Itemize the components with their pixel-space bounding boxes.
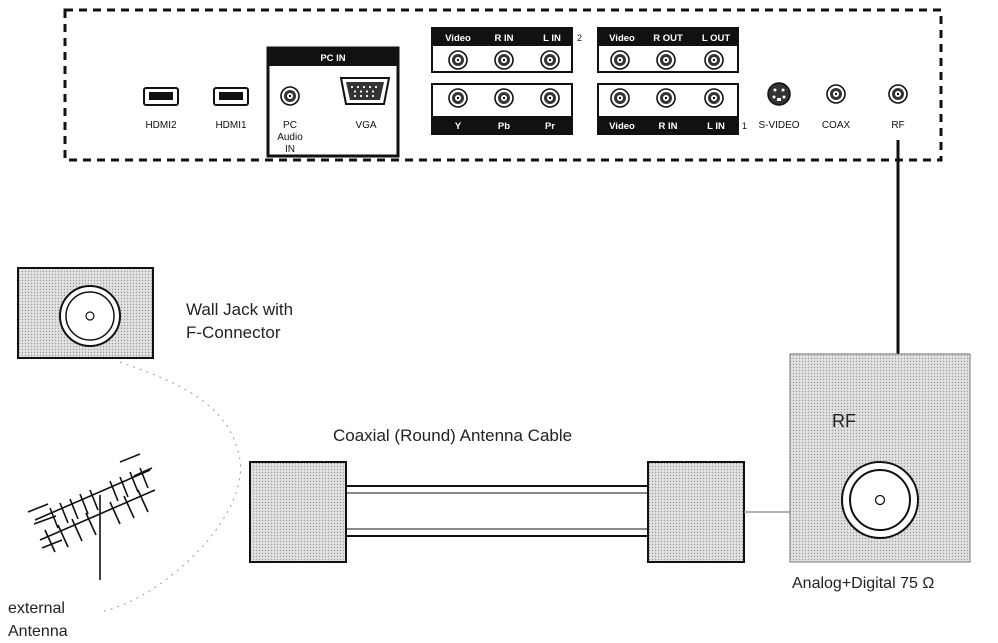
pc-audio-label-1: PC <box>283 120 297 131</box>
antenna-dotted-path <box>99 361 241 613</box>
av1-lin-label: L IN <box>707 121 725 132</box>
av2-video-jack[interactable] <box>448 50 468 70</box>
vga-port[interactable] <box>339 77 391 105</box>
wall-jack-label-2: F-Connector <box>186 323 281 342</box>
rf-box-title: RF <box>832 411 856 431</box>
component-pr-jack[interactable] <box>540 88 560 108</box>
rf-panel-label: RF <box>891 120 904 131</box>
out-lout-jack[interactable] <box>704 50 724 70</box>
svideo-label: S-VIDEO <box>758 120 799 131</box>
component-pb-jack[interactable] <box>494 88 514 108</box>
vga-label: VGA <box>355 120 376 131</box>
coaxial-cable <box>249 461 790 563</box>
pc-audio-label-3: IN <box>285 144 295 155</box>
out-rout-label: R OUT <box>653 33 683 44</box>
pc-audio-label-2: Audio <box>277 132 303 143</box>
av1-number: 1 <box>742 121 747 131</box>
cable-label: Coaxial (Round) Antenna Cable <box>333 426 572 445</box>
coax-label: COAX <box>822 120 851 131</box>
wall-jack-label-1: Wall Jack with <box>186 300 293 319</box>
rf-panel-jack[interactable] <box>888 84 908 104</box>
hdmi1-label: HDMI1 <box>215 120 247 131</box>
pc-in-header: PC IN <box>320 53 345 64</box>
av2-number: 2 <box>577 33 582 43</box>
svideo-port[interactable] <box>767 82 791 106</box>
av2-lin-label: L IN <box>543 33 561 44</box>
av2-rin-label: R IN <box>495 33 514 44</box>
av1-rin-label: R IN <box>659 121 678 132</box>
pc-audio-jack[interactable] <box>280 86 300 106</box>
av1-video-label: Video <box>609 121 635 132</box>
antenna-icon <box>27 453 156 580</box>
rf-box-caption: Analog+Digital 75 Ω <box>792 575 934 592</box>
coax-jack[interactable] <box>826 84 846 104</box>
antenna-label-2: Antenna <box>8 623 68 640</box>
av1-rin-jack[interactable] <box>656 88 676 108</box>
av2-lin-jack[interactable] <box>540 50 560 70</box>
component-pr-label: Pr <box>545 121 555 132</box>
av-output-group: Video R OUT L OUT <box>597 27 739 73</box>
pc-in-group: PC IN PC Audio IN VGA <box>266 46 400 158</box>
hdmi1-port[interactable]: HDMI1 <box>213 87 249 131</box>
hdmi2-label: HDMI2 <box>145 120 177 131</box>
av1-video-jack[interactable] <box>610 88 630 108</box>
rf-connector-box <box>789 353 971 563</box>
component-pb-label: Pb <box>498 121 510 132</box>
tv-back-panel: HDMI2 HDMI1 PC IN PC Audio IN <box>63 8 943 162</box>
component-y-label: Y <box>455 121 462 132</box>
rf-arrow <box>889 140 907 378</box>
component-input-group: Y Pb Pr <box>431 83 573 135</box>
hdmi2-port[interactable]: HDMI2 <box>143 87 179 131</box>
rf-connector-icon <box>841 461 919 539</box>
av2-rin-jack[interactable] <box>494 50 514 70</box>
av1-lin-jack[interactable] <box>704 88 724 108</box>
antenna-label-1: external <box>8 600 65 617</box>
out-lout-label: L OUT <box>702 33 731 44</box>
av-input-2-group: Video R IN L IN 2 <box>431 27 582 73</box>
out-video-jack[interactable] <box>610 50 630 70</box>
av-input-1-group: Video R IN L IN 1 <box>597 83 747 135</box>
out-rout-jack[interactable] <box>656 50 676 70</box>
out-video-label: Video <box>609 33 635 44</box>
component-y-jack[interactable] <box>448 88 468 108</box>
wall-jack <box>17 267 154 359</box>
av2-video-label: Video <box>445 33 471 44</box>
